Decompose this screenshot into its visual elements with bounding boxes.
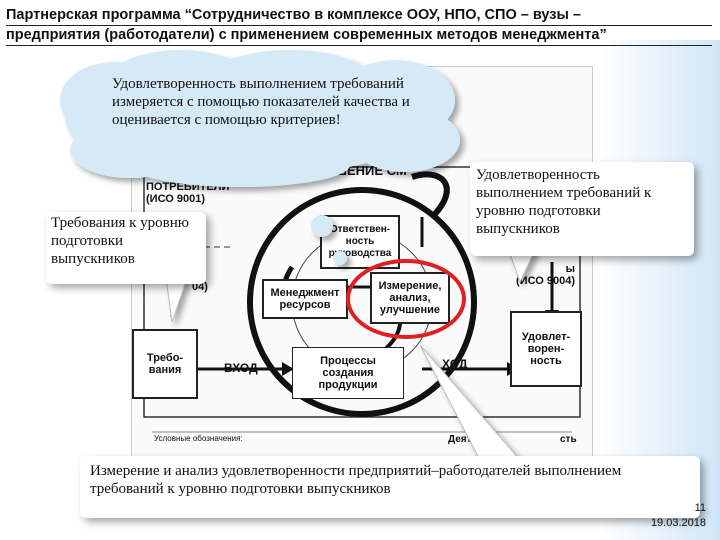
processes-box: Процессы создания продукции bbox=[292, 347, 404, 399]
iso-year-left: 04) bbox=[192, 281, 208, 293]
highlight-ring bbox=[346, 259, 466, 339]
slide-date: 19.03.2018 bbox=[650, 517, 706, 529]
title-line-1: Партнерская программа “Сотрудничество в … bbox=[6, 6, 712, 26]
page-title: Партнерская программа “Сотрудничество в … bbox=[6, 6, 712, 46]
measurement-callout-tail bbox=[419, 344, 522, 461]
satisfaction-callout: Удовлетворенность выполнением требований… bbox=[470, 162, 694, 256]
requirements-callout: Требования к уровню подготовки выпускник… bbox=[46, 212, 206, 284]
consumers-label: ПОТРЕБИТЕЛИ (ИСО 9001) bbox=[146, 181, 230, 205]
legend-label: Условные обозначения: bbox=[154, 434, 243, 443]
iso-9004-label: ы (ИСО 9004) bbox=[516, 263, 575, 287]
cloud-callout-text: Удовлетворенность выполнением требований… bbox=[112, 76, 410, 128]
responsibility-box: Ответствен- ность руководства bbox=[320, 215, 400, 269]
page-number: 11 bbox=[694, 502, 706, 514]
resources-box: Менеджмент ресурсов bbox=[262, 279, 348, 319]
satisfaction-box: Удовлет- ворен- ность bbox=[510, 311, 582, 387]
requirements-box: Требо- вания bbox=[132, 329, 198, 399]
output-label: ХОД bbox=[442, 357, 468, 371]
measurement-callout: Измерение и анализ удовлетворенности пре… bbox=[80, 456, 700, 518]
title-line-2: предприятия (работодатели) с применением… bbox=[6, 26, 712, 46]
activity-end-label: сть bbox=[560, 434, 577, 445]
thought-cloud bbox=[60, 50, 460, 265]
measurement-box: Измерение, анализ, улучшение bbox=[370, 272, 450, 324]
input-label: ВХОД bbox=[224, 361, 258, 375]
